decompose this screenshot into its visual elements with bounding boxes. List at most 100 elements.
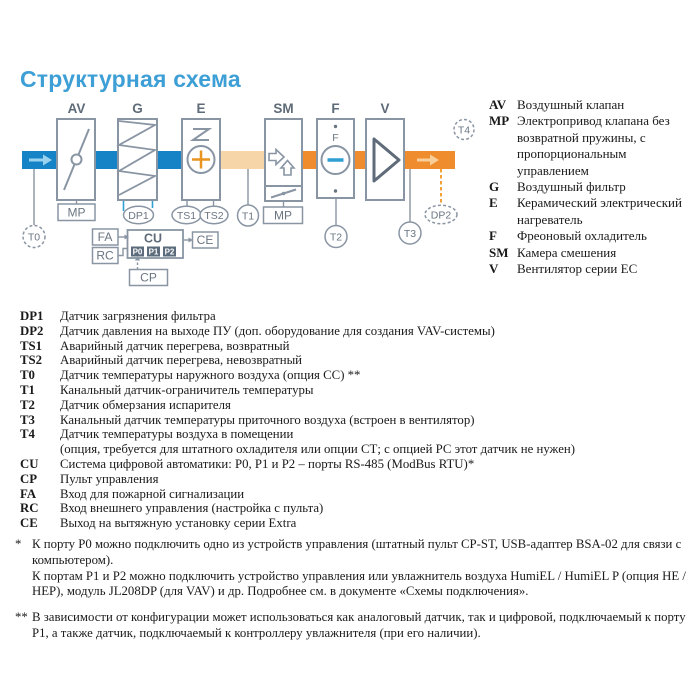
sensor-list-row: TS2 Аварийный датчик перегрева, невозвра… xyxy=(20,353,690,368)
component-v-fan: V xyxy=(365,101,405,201)
page-title: Структурная схема xyxy=(20,66,241,92)
sensor-description: Вход внешнего управления (настройка с пу… xyxy=(60,501,324,516)
port-p0-label: P0 xyxy=(133,248,143,257)
sensor-description-line2: (опция, требуется для штатного охладител… xyxy=(60,442,576,457)
footnote-paragraph: К порту Р0 можно подключить одно из устр… xyxy=(32,537,682,567)
component-letter-e: E xyxy=(196,101,205,116)
legend-row: E Керамический электрический нагреватель xyxy=(489,195,695,228)
f-pipe-dot-top xyxy=(333,124,338,129)
damper-pivot-icon xyxy=(70,153,83,166)
sensor-list-row: T4 Датчик температуры воздуха в помещени… xyxy=(20,427,690,457)
sensor-code: DP2 xyxy=(20,323,44,338)
legend-row: MP Электропривод клапана без возвратной … xyxy=(489,113,695,179)
sensor-list-row: DP1 Датчик загрязнения фильтра xyxy=(20,309,690,324)
cp-to-p0-dashed-arrow xyxy=(134,256,141,270)
rc-label: RC xyxy=(96,249,114,263)
port-p1-box xyxy=(147,246,160,257)
port-p2-label: P2 xyxy=(165,248,175,257)
component-letter-g: G xyxy=(132,101,143,116)
sensor-code: T3 xyxy=(20,412,35,427)
component-f-cooler: F F xyxy=(316,101,355,199)
sensor-description: Система цифровой автоматики: Р0, Р1 и Р2… xyxy=(60,456,475,471)
sensor-code: T4 xyxy=(20,427,35,442)
port-p1-label: P1 xyxy=(149,248,159,257)
ce-label: CE xyxy=(197,233,214,247)
component-letter-v: V xyxy=(380,101,389,116)
sensor-list-row: CU Система цифровой автоматики: Р0, Р1 и… xyxy=(20,457,690,472)
sensor-description: Датчик обмерзания испарителя xyxy=(60,397,231,412)
footnote-marker: ** xyxy=(15,610,28,625)
duct-segment-sm-f xyxy=(301,151,318,169)
duct-segment-f-v xyxy=(353,151,367,169)
port-p0-box xyxy=(131,246,144,257)
footnote-paragraph: В зависимости от конфигурации может испо… xyxy=(32,610,686,640)
legend-text: Воздушный клапан xyxy=(517,97,625,112)
mp-actuator-sm: MP xyxy=(262,206,304,225)
sensor-description: Канальный датчик температуры приточного … xyxy=(60,412,475,427)
sensors: T0 DP1 TS1 TS2 T1 T2 T3 T4 xyxy=(22,118,475,249)
filter-zigzag-icon xyxy=(116,120,158,196)
legend-text: Керамический электрический нагреватель xyxy=(517,195,682,227)
mp-av-label: MP xyxy=(68,206,86,220)
svg-text:T0: T0 xyxy=(28,232,40,244)
sensor-code: T2 xyxy=(20,397,35,412)
footnote-1: * К порту Р0 можно подключить одно из ус… xyxy=(15,537,693,600)
legend-row: F Фреоновый охладитель xyxy=(489,228,695,244)
component-letter-f: F xyxy=(331,101,339,116)
sensor-description: Датчик загрязнения фильтра xyxy=(60,309,216,323)
sensor-description-line1: Датчик температуры воздуха в помещении xyxy=(60,427,294,442)
sensor-description: Датчик давления на выходе ПУ (доп. обору… xyxy=(60,323,495,338)
legend-text: Камера смешения xyxy=(517,244,617,260)
cp-box xyxy=(128,268,169,287)
sensor-code: T0 xyxy=(20,368,35,383)
sensor-code: RC xyxy=(20,501,39,516)
svg-text:T1: T1 xyxy=(242,210,254,222)
sensor-description: Датчик температуры воздуха в помещении (… xyxy=(60,427,690,457)
sensor-description: Датчик температуры наружного воздуха (оп… xyxy=(60,368,361,383)
mp-sm-box xyxy=(262,206,304,225)
sensor-description: Аварийный датчик перегрева, невозвратный xyxy=(60,353,303,368)
footnote-paragraph: К портам Р1 и Р2 можно подключить устрой… xyxy=(32,568,686,599)
dp1-connector-lines xyxy=(122,200,154,211)
sensor-description: Аварийный датчик перегрева, возвратный xyxy=(60,338,290,353)
sensor-t4: T4 xyxy=(453,118,475,141)
legend-row: AV Воздушный клапан xyxy=(489,97,695,113)
legend-text: Электропривод клапана без возвратной пру… xyxy=(517,113,670,178)
sensor-t0: T0 xyxy=(22,224,46,249)
legend-code: AV xyxy=(489,97,507,112)
cu-label: CU xyxy=(144,232,162,246)
sensor-list-row: FA Вход для пожарной сигнализации xyxy=(20,487,690,502)
heating-element-icon xyxy=(189,128,213,141)
duct-segment-g-e xyxy=(156,151,183,169)
mp-actuator-av: MP xyxy=(57,203,96,222)
sensor-code: TS2 xyxy=(20,353,43,368)
sensor-code: TS1 xyxy=(20,338,43,353)
component-g-filter: G xyxy=(116,101,158,201)
legend-code: V xyxy=(489,261,499,277)
control-unit-cluster: FA RC CU P0 P1 P2 CE CP xyxy=(91,228,219,287)
rc-to-cu-line xyxy=(118,247,128,257)
legend-text: Вентилятор серии ЕС xyxy=(517,261,638,277)
footnote-body: В зависимости от конфигурации может испо… xyxy=(32,610,693,642)
sensor-list-row: CE Выход на вытяжную установку серии Ext… xyxy=(20,516,690,531)
mp-av-box xyxy=(57,203,96,222)
sensor-code: CE xyxy=(20,516,38,531)
svg-text:TS2: TS2 xyxy=(204,210,223,222)
sensor-list-row: T0 Датчик температуры наружного воздуха … xyxy=(20,368,690,383)
recirculation-right-arrow-icon xyxy=(268,147,286,167)
component-legend: AV Воздушный клапан MP Электропривод кла… xyxy=(489,97,695,277)
structural-diagram: AV G E SM F F xyxy=(22,101,475,287)
svg-text:T2: T2 xyxy=(330,232,342,244)
footnote-2: ** В зависимости от конфигурации может и… xyxy=(15,610,693,642)
sensor-t1: T1 xyxy=(236,204,260,227)
port-p2-box xyxy=(163,246,176,257)
sensor-code: DP1 xyxy=(20,309,44,323)
recirculation-up-arrow-icon xyxy=(279,159,296,176)
sensor-dp2: DP2 xyxy=(424,204,458,225)
fan-triangle-icon xyxy=(372,137,401,183)
sensor-description: Канальный датчик-ограничитель температур… xyxy=(60,382,314,397)
duct-segment-e-sm xyxy=(220,151,266,169)
svg-text:T3: T3 xyxy=(404,228,416,240)
component-e-heater: E xyxy=(181,101,221,201)
sm-damper-pivot-icon xyxy=(281,191,286,196)
